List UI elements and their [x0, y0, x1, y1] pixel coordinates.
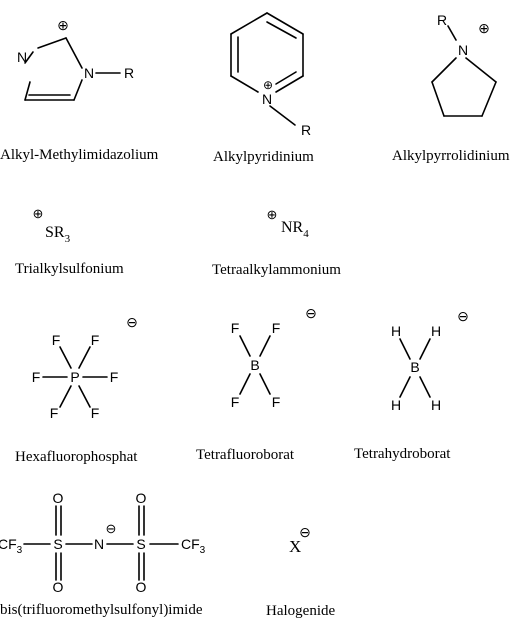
substituent-label: R — [437, 12, 447, 28]
pyrrolidinium-structure — [431, 25, 497, 117]
caption-halogenide: Halogenide — [266, 603, 336, 619]
atom-label: F — [272, 394, 281, 410]
charge-minus-icon: ⊖ — [299, 524, 311, 540]
charge-plus-icon: ⊕ — [267, 207, 278, 222]
hexafluorophosphate-structure — [42, 346, 108, 408]
caption-bistriflimide: bis(trifluoromethylsulfonyl)imide — [0, 602, 203, 618]
atom-label: F — [91, 332, 100, 348]
cf3-group-left: CF3 — [0, 536, 23, 556]
caption-pyrrolidinium: Alkylpyrrolidinium — [392, 148, 510, 164]
substituent-label: R — [124, 65, 134, 81]
atom-label: P — [70, 369, 79, 385]
charge-plus-icon: ⊕ — [263, 78, 273, 92]
atom-label: F — [272, 320, 281, 336]
halogenide-formula: X — [289, 537, 301, 556]
bistriflimide-structure — [23, 505, 179, 581]
atom-label: S — [136, 536, 145, 552]
ammonium-formula: NR4 — [281, 219, 309, 240]
charge-minus-icon: ⊖ — [126, 314, 138, 330]
caption-pyridinium: Alkylpyridinium — [213, 149, 314, 165]
sulfonium-formula: SR3 — [45, 224, 71, 245]
charge-plus-icon: ⊕ — [57, 17, 69, 33]
charge-plus-icon: ⊕ — [33, 206, 44, 221]
cf3-group-right: CF3 — [181, 536, 206, 556]
atom-label: F — [91, 405, 100, 421]
caption-tetrafluoroborate: Tetrafluoroborat — [196, 447, 295, 463]
atom-label: F — [50, 405, 59, 421]
atom-label: F — [52, 332, 61, 348]
atom-label: H — [391, 323, 401, 339]
charge-minus-icon: ⊖ — [457, 308, 469, 324]
pyridinium-structure — [230, 12, 304, 126]
atom-label: B — [410, 359, 419, 375]
tetrafluoroborate-structure — [239, 335, 271, 395]
atom-label: S — [53, 536, 62, 552]
atom-label: H — [431, 323, 441, 339]
atom-label: O — [136, 579, 147, 595]
atom-label: F — [231, 320, 240, 336]
atom-label: O — [136, 490, 147, 506]
caption-tetrahydroborate: Tetrahydroborat — [354, 446, 451, 462]
atom-label: N — [458, 42, 468, 58]
atom-label: N — [84, 65, 94, 81]
atom-label: N — [17, 49, 27, 65]
atom-label: H — [431, 397, 441, 413]
substituent-label: R — [301, 122, 311, 138]
atom-label: O — [53, 579, 64, 595]
caption-imidazolium: Alkyl-Methylimidazolium — [0, 147, 159, 163]
atom-label: F — [110, 369, 119, 385]
atom-label: H — [391, 397, 401, 413]
charge-plus-icon: ⊕ — [478, 20, 490, 36]
imidazolium-structure — [24, 37, 121, 101]
charge-minus-icon: ⊖ — [106, 521, 117, 536]
atom-label: F — [32, 369, 41, 385]
atom-label: B — [250, 357, 259, 373]
atom-label: F — [231, 394, 240, 410]
atom-label: N — [94, 536, 104, 552]
caption-ammonium: Tetraalkylammonium — [212, 262, 341, 278]
atom-label: N — [262, 91, 272, 107]
charge-minus-icon: ⊖ — [305, 305, 317, 321]
atom-label: O — [53, 490, 64, 506]
caption-sulfonium: Trialkylsulfonium — [15, 261, 124, 277]
tetrahydroborate-structure — [399, 338, 431, 398]
caption-hexafluorophosphate: Hexafluorophosphat — [15, 449, 138, 465]
